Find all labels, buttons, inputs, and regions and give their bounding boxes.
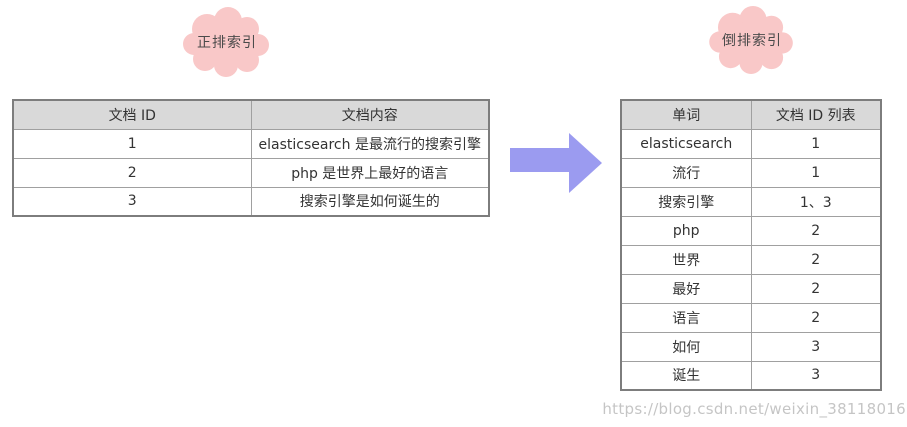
table-row: 语言 2	[620, 302, 882, 333]
forward-index-label: 正排索引	[197, 35, 257, 51]
word-cell: php	[620, 215, 752, 246]
word-cell: 世界	[620, 244, 752, 275]
word-cell: 诞生	[620, 360, 752, 391]
table-row: elasticsearch 1	[620, 128, 882, 159]
forward-index-table: 文档 ID 文档内容 1 elasticsearch 是最流行的搜索引擎 2 p…	[12, 99, 490, 217]
doc-id-list-cell: 2	[750, 302, 882, 333]
word-cell: 搜索引擎	[620, 186, 752, 217]
doc-id-cell: 2	[12, 157, 252, 188]
table-row: php 2	[620, 215, 882, 246]
doc-content-cell: php 是世界上最好的语言	[250, 157, 490, 188]
doc-id-list-cell: 1	[750, 128, 882, 159]
doc-id-list-cell: 3	[750, 331, 882, 362]
word-column-header: 单词	[620, 99, 752, 130]
doc-id-cell: 1	[12, 128, 252, 159]
word-cell: 流行	[620, 157, 752, 188]
doc-id-list-cell: 2	[750, 244, 882, 275]
doc-content-column-header: 文档内容	[250, 99, 490, 130]
word-cell: 最好	[620, 273, 752, 304]
watermark: https://blog.csdn.net/weixin_38118016	[602, 400, 906, 418]
table-row: 如何 3	[620, 331, 882, 362]
arrow-head	[569, 133, 602, 193]
table-row: 诞生 3	[620, 360, 882, 391]
doc-id-cell: 3	[12, 186, 252, 217]
doc-id-list-cell: 2	[750, 215, 882, 246]
table-row: 搜索引擎 1、3	[620, 186, 882, 217]
doc-id-list-cell: 3	[750, 360, 882, 391]
table-row: 流行 1	[620, 157, 882, 188]
right-arrow-icon	[510, 133, 602, 193]
arrow-shaft	[510, 148, 569, 172]
word-cell: elasticsearch	[620, 128, 752, 159]
table-header-row: 单词 文档 ID 列表	[620, 99, 882, 130]
doc-id-list-cell: 1	[750, 157, 882, 188]
word-cell: 语言	[620, 302, 752, 333]
inverted-index-table: 单词 文档 ID 列表 elasticsearch 1 流行 1 搜索引擎 1、…	[620, 99, 882, 391]
doc-content-cell: 搜索引擎是如何诞生的	[250, 186, 490, 217]
inverted-index-label: 倒排索引	[722, 33, 782, 49]
table-header-row: 文档 ID 文档内容	[12, 99, 490, 130]
cloud-shape-icon	[183, 7, 269, 77]
doc-id-list-cell: 1、3	[750, 186, 882, 217]
cloud-shape-icon	[709, 5, 793, 75]
table-row: 3 搜索引擎是如何诞生的	[12, 186, 490, 217]
inverted-index-cloud: 倒排索引	[706, 5, 798, 75]
table-row: 1 elasticsearch 是最流行的搜索引擎	[12, 128, 490, 159]
table-row: 2 php 是世界上最好的语言	[12, 157, 490, 188]
forward-index-cloud: 正排索引	[181, 6, 273, 78]
doc-id-column-header: 文档 ID	[12, 99, 252, 130]
doc-id-list-cell: 2	[750, 273, 882, 304]
doc-id-list-column-header: 文档 ID 列表	[750, 99, 882, 130]
word-cell: 如何	[620, 331, 752, 362]
doc-content-cell: elasticsearch 是最流行的搜索引擎	[250, 128, 490, 159]
table-row: 世界 2	[620, 244, 882, 275]
table-row: 最好 2	[620, 273, 882, 304]
